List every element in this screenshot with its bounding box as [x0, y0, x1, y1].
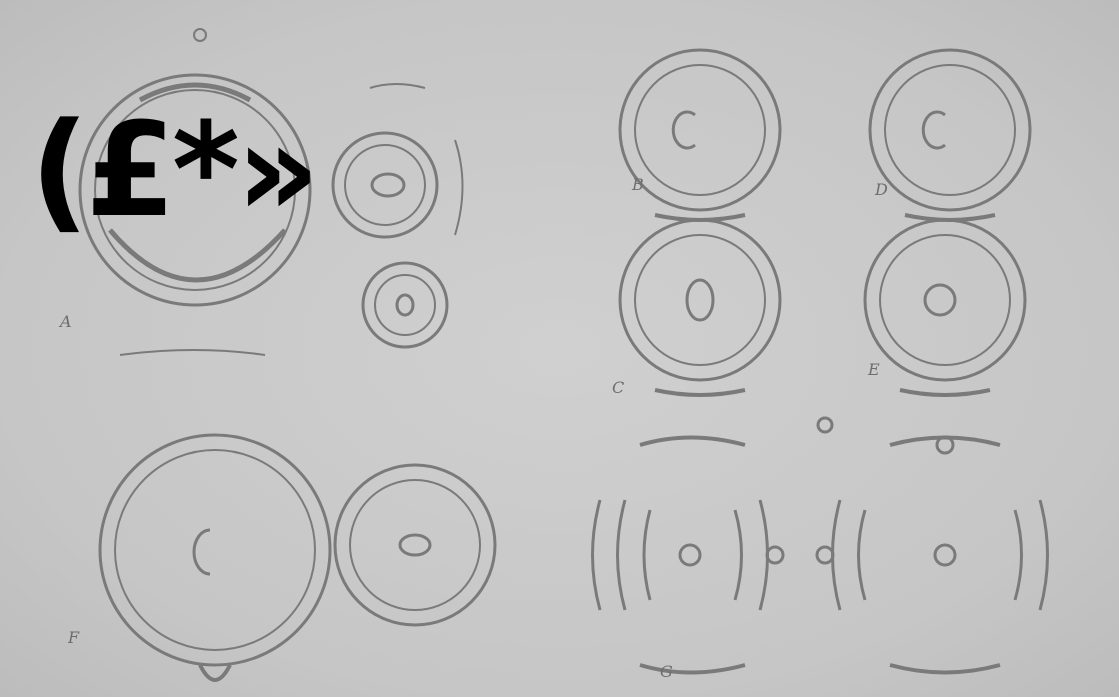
- figure-e-diagram: [865, 220, 1025, 395]
- figure-d-diagram: [870, 50, 1030, 220]
- figure-label-d: D: [875, 180, 888, 199]
- figure-b-diagram: [620, 50, 780, 220]
- figure-c-diagram: [620, 220, 780, 395]
- figure-label-f: F: [68, 628, 79, 647]
- overlay-text: (£*»: [30, 105, 316, 235]
- figure-label-e: E: [868, 360, 880, 379]
- figure-label-g: G: [660, 662, 673, 681]
- figure-label-b: B: [632, 175, 644, 194]
- figure-label-c: C: [612, 378, 624, 397]
- figure-f-diagram: [100, 435, 495, 680]
- figure-label-a: A: [60, 312, 72, 331]
- figure-a-small-diagrams: [333, 84, 463, 347]
- figure-g-diagram: [593, 418, 1048, 673]
